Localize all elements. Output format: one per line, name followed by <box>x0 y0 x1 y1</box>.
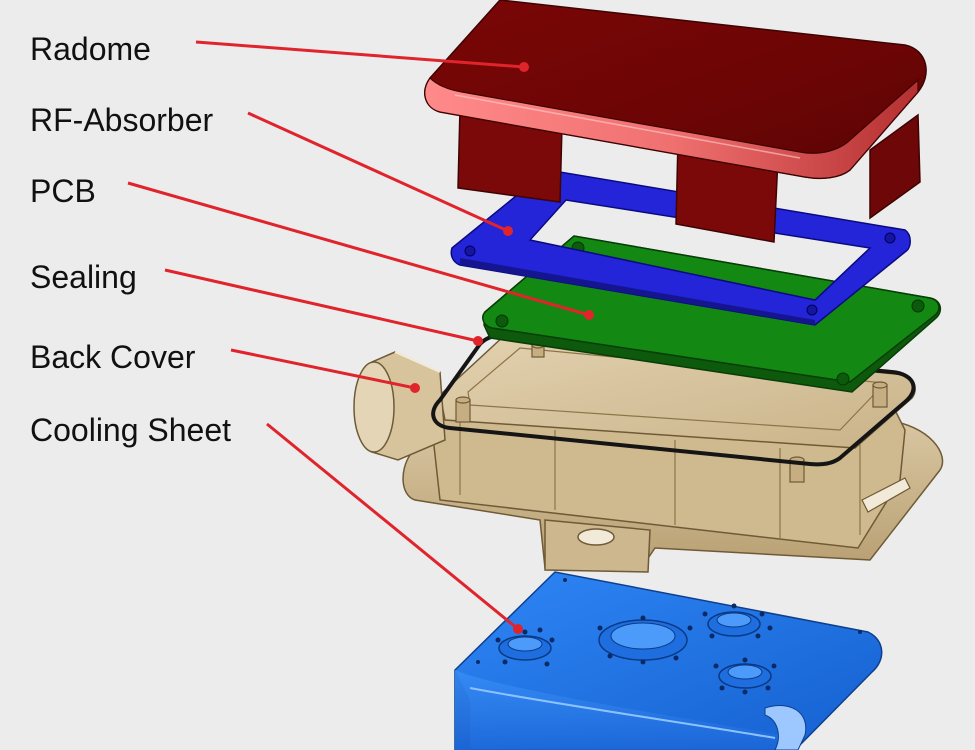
rf-absorber-label: RF-Absorber <box>30 102 214 138</box>
radome-leader-line <box>195 40 529 72</box>
radome-label: Radome <box>30 31 151 67</box>
back-cover-label: Back Cover <box>30 339 196 375</box>
rf-absorber-leader-line <box>247 111 513 236</box>
back-cover-leader-line <box>230 348 420 393</box>
sealing-label: Sealing <box>30 259 137 295</box>
pcb-leader-line <box>127 181 594 320</box>
pcb-label: PCB <box>30 173 96 209</box>
sealing-ring <box>431 333 916 467</box>
cooling-sheet-label: Cooling Sheet <box>30 412 232 448</box>
cooling-sheet-part <box>454 571 883 750</box>
radome-part <box>424 0 927 243</box>
sealing-leader-line <box>164 268 483 346</box>
cooling-sheet-leader-line <box>266 422 523 634</box>
